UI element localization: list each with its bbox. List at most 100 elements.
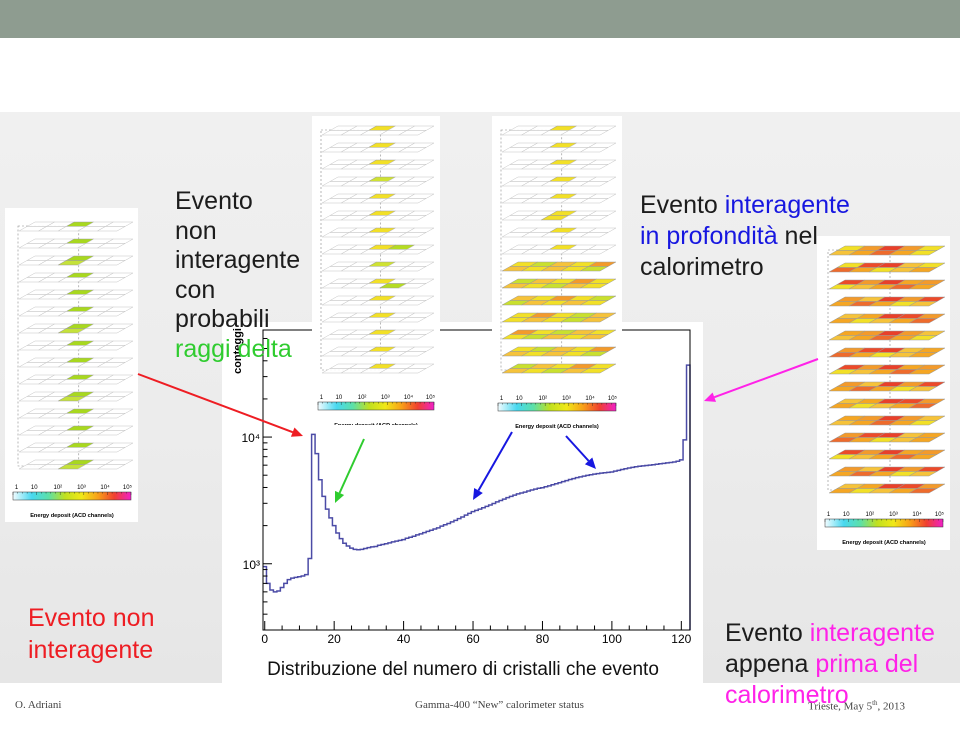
layer-cell	[579, 198, 609, 204]
calorimeter-layer	[18, 306, 134, 317]
layer-cell	[908, 318, 938, 324]
calorimeter-layer	[18, 272, 134, 283]
layer-cell	[397, 283, 427, 289]
colorbar-tick-label: 10³	[562, 396, 571, 402]
layer-cell	[579, 147, 609, 153]
layer-cell	[908, 284, 938, 290]
layer-cell	[96, 260, 126, 266]
annotation-line: appena prima del	[725, 649, 935, 680]
annotation-text: Evento	[640, 191, 725, 219]
calorimeter-layer	[18, 340, 134, 351]
y-tick-label: 10⁴	[241, 431, 260, 445]
histogram-series	[263, 364, 691, 630]
layer-cell	[397, 198, 427, 204]
annotation-line: Evento interagente	[640, 190, 850, 221]
calorimeter-layer	[828, 296, 946, 307]
calorimeter-layer	[321, 278, 435, 289]
calorimeter-layer	[501, 125, 617, 136]
calorimeter-layer	[501, 329, 617, 340]
colorbar-tick-label: 10⁵	[123, 484, 133, 491]
x-tick-label: 100	[602, 632, 622, 646]
colorbar-tick-label: 10³	[77, 485, 86, 491]
layer-cell	[579, 351, 609, 357]
colorbar-tick-label: 10²	[54, 485, 63, 491]
colorbar-title: Energy deposit (ACD channels)	[334, 423, 418, 425]
layer-cell	[96, 430, 126, 436]
calorimeter-layer	[828, 245, 946, 256]
calorimeter-layer	[321, 159, 435, 170]
calorimeter-layer	[18, 221, 134, 232]
calorimeter-layer	[321, 346, 435, 357]
calorimeter-layer	[321, 193, 435, 204]
colorbar-title: Energy deposit (ACD channels)	[30, 513, 114, 519]
layer-cell	[908, 420, 938, 426]
colorbar-tick-label: 10	[843, 512, 850, 518]
footer-date-year: , 2013	[877, 700, 906, 713]
calorimeter-layer	[18, 391, 134, 402]
calorimeter-layer	[501, 312, 617, 323]
chart-background	[222, 322, 703, 683]
calorimeter-layer	[501, 176, 617, 187]
calorimeter-layer	[18, 408, 134, 419]
layer-cell	[397, 164, 427, 170]
annotation-highlight: interagente	[809, 619, 935, 647]
calorimeter-layer	[18, 323, 134, 334]
colorbar-tick-label: 10⁴	[912, 511, 922, 518]
colorbar-title: Energy deposit (ACD channels)	[842, 540, 926, 546]
colorbar-tick-label: 10³	[889, 512, 898, 518]
annotation-line: in profondità nel	[640, 221, 850, 252]
layer-cell	[579, 334, 609, 340]
colorbar-tick-label: 10	[336, 395, 343, 401]
annotation-text: nel	[777, 222, 818, 250]
annotation-text: Evento	[725, 619, 810, 647]
colorbar-tick-label: 1	[15, 485, 19, 491]
layer-cell	[579, 232, 609, 238]
layer-cell	[908, 267, 938, 273]
layer-cell	[397, 215, 427, 221]
annotation-highlight: raggi delta	[175, 334, 292, 363]
calorimeter-layer	[828, 398, 946, 409]
layer-cell	[908, 488, 938, 494]
y-tick-label: 10³	[243, 558, 260, 572]
layer-cell	[96, 311, 126, 317]
colorbar-tick-label: 10	[31, 485, 38, 491]
calorimeter-layer	[321, 142, 435, 153]
footer-talk-title: Gamma-400 “New” calorimeter status	[415, 699, 584, 711]
calorimeter-layer	[501, 227, 617, 238]
calorimeter-layer	[828, 313, 946, 324]
y-axis-label: conteggi	[232, 328, 244, 374]
calorimeter-layer	[18, 442, 134, 453]
layer-cell	[397, 266, 427, 272]
colorbar-tick-label: 10⁵	[426, 394, 436, 401]
layer-cell	[96, 328, 126, 334]
calorimeter-layer	[501, 363, 617, 374]
layer-cell	[397, 368, 427, 374]
layer-cell	[908, 250, 938, 256]
calorimeter-layer	[18, 289, 134, 300]
layer-cell	[908, 369, 938, 375]
layer-cell	[579, 181, 609, 187]
title-bar	[0, 0, 960, 38]
calorimeter-layer	[321, 125, 435, 136]
calorimeter-layer	[321, 244, 435, 255]
layer-cell	[579, 300, 609, 306]
colorbar	[824, 518, 944, 528]
plot-frame	[262, 329, 691, 631]
layer-cell	[579, 283, 609, 289]
layer-cell	[96, 396, 126, 402]
colorbar-title: Energy deposit (ACD channels)	[515, 424, 599, 430]
calorimeter-layer	[828, 483, 946, 494]
colorbar-tick-label: 1	[500, 396, 504, 402]
calorimeter-layer	[501, 244, 617, 255]
calorimeter-layer	[321, 227, 435, 238]
colorbar-tick-label: 1	[320, 395, 324, 401]
annotation-line: probabili	[175, 305, 270, 333]
colorbar	[12, 491, 132, 501]
calorimeter-layer	[18, 459, 134, 470]
layer-cell	[96, 294, 126, 300]
